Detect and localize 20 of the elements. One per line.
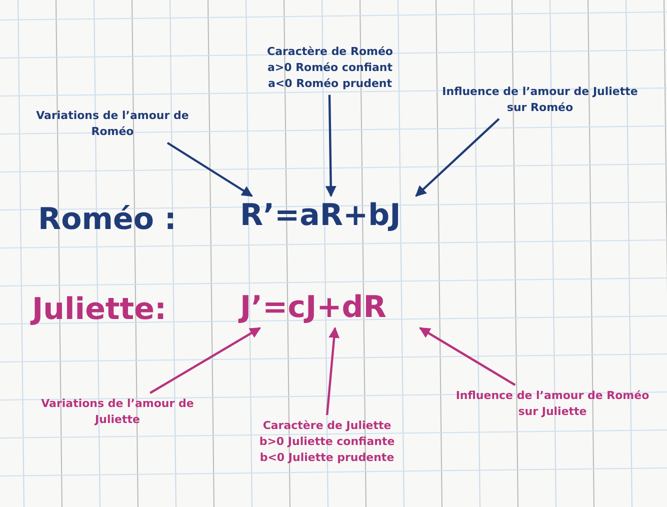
equation-name: Juliette: [32,292,166,327]
arrow [326,326,340,416]
annotation-text: Variations de l’amour de Roméo [30,108,195,140]
annotation-text: Variations de l’amour de Juliette [30,396,205,428]
annotation-line: a<0 Roméo prudent [266,76,393,92]
annotation-text: Influence de l’amour de Juliette sur Roméo [440,84,640,116]
equation: R’=aR+bJ [240,198,415,234]
annotation-text: Influence de l’amour de Roméo sur Juliette [450,388,655,420]
arrow [325,94,336,198]
arrow [166,142,253,197]
arrow [419,327,516,386]
annotation-line: b>0 Juliette confiante [258,434,396,450]
annotation-line: Caractère de Juliette [262,418,392,434]
annotation-line: Caractère de Roméo [266,44,394,60]
annotation-line: a>0 Roméo confiant [266,60,394,76]
arrow [150,327,261,394]
equation-name: Roméo : [38,202,176,237]
equation: J’=cJ+dR [240,290,415,326]
annotation-line: b<0 Juliette prudente [258,450,396,466]
arrow [415,118,500,197]
